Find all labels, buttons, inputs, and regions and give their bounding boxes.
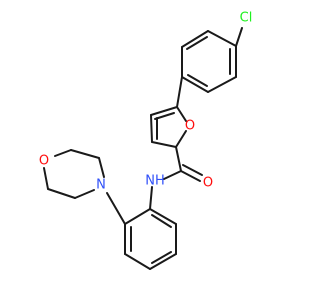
double-bond-inner [154, 112, 175, 120]
bond [181, 30, 209, 48]
phenyl-ring [124, 208, 177, 270]
chlorophenyl-ring [181, 27, 243, 93]
bond-to-furan-oxygen [175, 130, 187, 148]
morpholine-ring [43, 149, 126, 225]
double-bond-inner [151, 251, 172, 264]
bond [151, 141, 177, 148]
double-bond-inner [187, 74, 208, 87]
bond-from-nh [149, 186, 153, 210]
amide-nh-label: NH [145, 174, 165, 189]
bond [43, 167, 49, 190]
bond [207, 30, 237, 47]
carbonyl-oxygen-label: O [203, 176, 213, 191]
canvas-background [0, 0, 300, 300]
bond-to-furan-oxygen [176, 106, 187, 122]
bond [98, 157, 105, 178]
bond [207, 76, 237, 93]
double-bond-inner [151, 214, 172, 228]
biaryl-bond [176, 76, 183, 108]
carbonyl-double-bond [182, 164, 203, 176]
bond [181, 76, 209, 93]
double-bond-inner [186, 36, 208, 50]
bond [149, 208, 177, 225]
bond-to-chlorine [235, 27, 243, 47]
bond [70, 149, 100, 159]
furan-ring [150, 106, 187, 148]
chlorine-atom-label: Cl [240, 11, 253, 26]
bond [54, 149, 72, 157]
morpholine-oxygen-label: O [39, 154, 49, 169]
carbonyl-double-bond [180, 170, 201, 182]
bond-to-morpholine-n [106, 192, 126, 225]
bond [74, 189, 95, 199]
bond [149, 253, 177, 270]
molecule-structure-diagram: Cl O O NH N O [0, 0, 300, 300]
bond [175, 146, 182, 172]
bond [124, 208, 151, 225]
bond [150, 106, 178, 116]
morpholine-nitrogen-label: N [96, 178, 106, 193]
furan-oxygen-label: O [185, 119, 195, 134]
bond [150, 114, 153, 143]
bond [47, 188, 76, 199]
bond [124, 253, 151, 270]
bond-to-nh [163, 170, 182, 180]
amide-group [149, 146, 203, 210]
